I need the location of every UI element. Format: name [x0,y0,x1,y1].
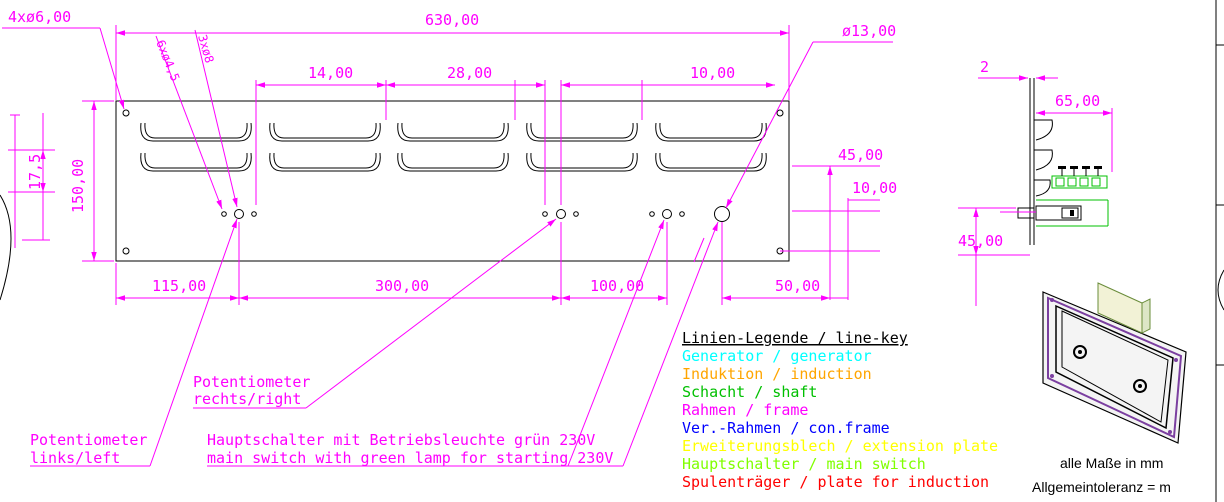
louvre-slot-r1-c3 [397,122,509,142]
annotation-main-switch-1: Hauptschalter mit Betriebsleuchte grün 2… [207,431,595,449]
annotation-pot-right-1: Potentiometer [193,373,310,391]
main-switch-hole [714,206,730,222]
dim-gap-10: 10,00 [690,64,735,82]
note-tolerance: Allgemeintoleranz = m [1032,479,1171,495]
dim-right-10: 10,00 [852,179,897,197]
dim-overall-width: 630,00 [425,11,479,29]
left-partial-view: 17,5 [0,113,55,301]
dim-bottom-50: 50,00 [775,277,820,295]
annotation-pot-left-2: links/left [30,449,120,467]
louvre-slot-r2-c4 [526,152,638,172]
legend-entry: Erweiterungsblech / extension plate [682,437,998,455]
legend-entry: Spulenträger / plate for induction [682,473,989,491]
annotation-main-switch-2: main switch with green lamp for starting… [207,449,613,467]
dim-side-17-5: 17,5 [26,154,44,190]
dim-side-thickness: 2 [980,58,989,76]
annotation-pot-left-1: Potentiometer [30,431,147,449]
dim-gap-28: 28,00 [447,64,492,82]
louvre-slot-r2-c3 [397,152,509,172]
dim-holes-3x8: 3xø8 [195,33,216,65]
mount-hole-top-left [122,109,130,117]
legend-entry: Rahmen / frame [682,401,808,419]
line-legend: Linien-Legende / line-key Generator / ge… [682,329,998,491]
louvre-slot-r2-c5 [655,152,767,172]
note-all-mm: alle Maße in mm [1060,455,1163,471]
louvre-slot-r1-c4 [526,122,638,142]
dim-bottom-115: 115,00 [152,277,206,295]
legend-entry: Ver.-Rahmen / con.frame [682,419,890,437]
legend-entry: Hauptschalter / main switch [682,455,926,473]
mount-hole-bottom-left [122,247,130,255]
isometric-view [1042,282,1187,444]
louvre-slot-r1-c2 [269,122,381,142]
dim-height-150: 150,00 [69,159,87,213]
mount-hole-top-right [776,109,784,117]
louvre-slot-r2-c1 [140,152,252,172]
legend-entry: Generator / generator [682,347,872,365]
annotation-pot-right-2: rechts/right [193,390,301,408]
louvre-slots [140,122,767,172]
dim-bottom-100: 100,00 [590,277,644,295]
side-view: 2 65,00 45,00 [958,58,1113,306]
louvre-slot-r1-c5 [655,122,767,142]
dim-bottom-300: 300,00 [375,277,429,295]
dim-side-depth: 65,00 [1055,92,1100,110]
legend-entry: Induktion / induction [682,365,872,383]
louvre-slot-r1-c1 [140,122,252,142]
legend-entry: Schacht / shaft [682,383,817,401]
dim-side-height: 45,00 [958,232,1003,250]
legend-title: Linien-Legende / line-key [682,329,908,347]
dim-holes-4x6: 4xø6,00 [8,8,71,26]
title-block-edge [1215,0,1224,502]
louvre-slot-r2-c2 [269,152,381,172]
dim-hole-13: ø13,00 [842,22,896,40]
front-panel [115,100,790,262]
dim-holes-6x4-5: 6xø4,5 [153,38,182,83]
dim-right-45: 45,00 [838,146,883,164]
dim-gap-14: 14,00 [308,64,353,82]
